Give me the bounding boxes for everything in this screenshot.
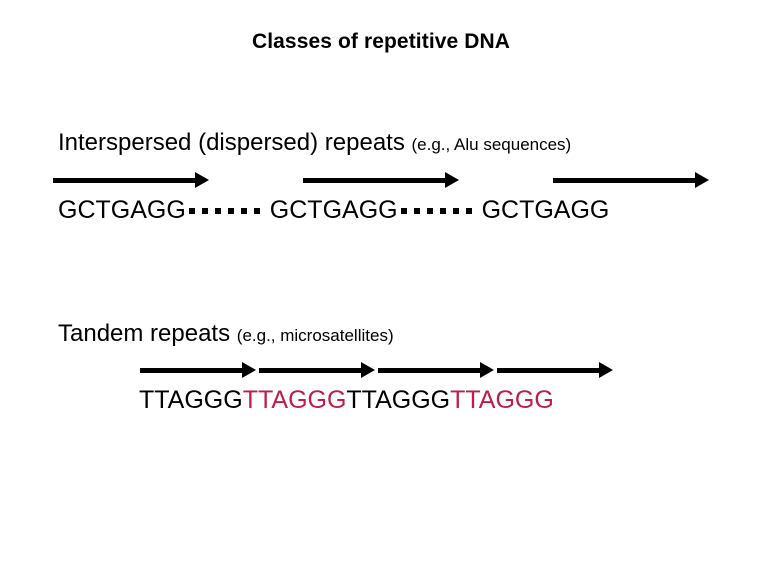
section-heading-interspersed: Interspersed (dispersed) repeats (e.g., … [58,131,571,155]
section-heading-interspersed-qualifier: (e.g., Alu sequences) [411,135,572,154]
sequence-row-interspersed: GCTGAGG GCTGAGG GCTGAGG [58,198,609,224]
sequence-unit: TTAGGG [346,386,451,414]
arrow-row-interspersed [0,172,762,188]
repeat-arrow-icon [553,172,709,188]
repeat-arrow-icon [140,362,256,378]
sequence-unit: TTAGGG [450,386,554,414]
repeat-arrow-icon [53,172,209,188]
dotted-separator-icon [186,199,270,224]
section-heading-tandem: Tandem repeats (e.g., microsatellites) [58,322,394,346]
sequence-unit: GCTGAGG [58,196,186,224]
page-title: Classes of repetitive DNA [251,30,511,53]
sequence-unit: GCTGAGG [269,196,398,224]
section-heading-tandem-qualifier: (e.g., microsatellites) [236,326,394,345]
repeat-arrow-icon [378,362,494,378]
section-heading-tandem-main: Tandem repeats [58,320,237,347]
sequence-unit: TTAGGG [242,386,347,414]
dotted-separator-icon [398,199,482,224]
repeat-arrow-icon [259,362,375,378]
section-heading-interspersed-main: Interspersed (dispersed) repeats [58,129,412,156]
repeat-arrow-icon [303,172,459,188]
sequence-unit: GCTGAGG [481,196,610,224]
repeat-arrow-icon [497,362,613,378]
sequence-row-tandem: TTAGGGTTAGGGTTAGGGTTAGGG [139,388,554,413]
sequence-unit: TTAGGG [139,386,243,414]
arrow-row-tandem [0,362,762,378]
